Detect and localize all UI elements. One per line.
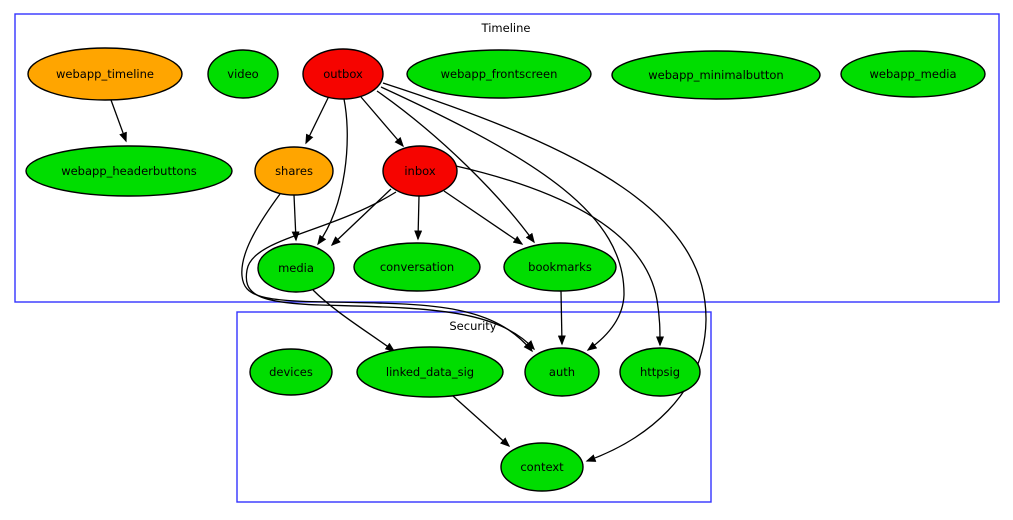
node-devices-label: devices <box>269 365 313 379</box>
edge-media-linked_data_sig <box>312 289 396 352</box>
node-outbox: outbox <box>302 48 384 100</box>
node-context-shape <box>500 442 584 492</box>
node-inbox: inbox <box>382 145 458 197</box>
node-httpsig: httpsig <box>619 347 701 397</box>
node-video-label: video <box>227 67 258 81</box>
node-devices: devices <box>249 348 333 396</box>
node-media: media <box>257 243 335 293</box>
node-shares-label: shares <box>275 164 313 178</box>
node-webapp_media-label: webapp_media <box>870 67 957 81</box>
edge-outbox-media <box>317 98 348 246</box>
node-webapp_frontscreen-label: webapp_frontscreen <box>441 67 558 81</box>
node-webapp_timeline-shape <box>27 47 183 101</box>
node-auth: auth <box>524 347 600 397</box>
node-context: context <box>500 442 584 492</box>
node-webapp_headerbuttons: webapp_headerbuttons <box>25 145 233 197</box>
node-webapp_headerbuttons-shape <box>25 145 233 197</box>
node-linked_data_sig-label: linked_data_sig <box>386 365 474 379</box>
edge-shares-auth <box>241 193 533 353</box>
node-shares: shares <box>254 146 334 196</box>
edge-outbox-auth <box>380 86 625 351</box>
node-auth-label: auth <box>549 365 575 379</box>
cluster-timeline-label: Timeline <box>481 21 531 35</box>
nodes-layer: webapp_timeline video outbox webapp_frontsc… <box>25 47 986 492</box>
edge-inbox-conversation <box>414 195 423 241</box>
node-conversation-label: conversation <box>380 260 454 274</box>
node-httpsig-shape <box>619 347 701 397</box>
node-webapp_minimalbutton-label: webapp_minimalbutton <box>648 68 783 82</box>
node-conversation-shape <box>353 242 481 292</box>
node-video-shape <box>207 49 279 99</box>
edge-outbox-shares <box>305 95 330 145</box>
node-media-shape <box>257 243 335 293</box>
node-bookmarks-shape <box>503 242 617 292</box>
edges-layer <box>110 82 707 462</box>
node-httpsig-label: httpsig <box>640 365 680 379</box>
node-webapp_frontscreen-shape <box>406 49 592 99</box>
edge-bookmarks-auth <box>557 290 566 346</box>
node-linked_data_sig: linked_data_sig <box>356 346 504 398</box>
node-webapp_frontscreen: webapp_frontscreen <box>406 49 592 99</box>
node-devices-shape <box>249 348 333 396</box>
node-bookmarks-label: bookmarks <box>528 260 592 274</box>
cluster-security-label: Security <box>449 319 496 333</box>
node-webapp_minimalbutton-shape <box>611 50 821 100</box>
edge-outbox-context <box>382 82 707 462</box>
edge-outbox-inbox <box>360 96 404 148</box>
node-auth-shape <box>524 347 600 397</box>
cluster-timeline-box <box>14 13 1000 303</box>
node-webapp_timeline: webapp_timeline <box>27 47 183 101</box>
cluster-security-box <box>236 311 712 503</box>
node-webapp_media-shape <box>840 50 986 98</box>
node-webapp_headerbuttons-label: webapp_headerbuttons <box>61 164 197 178</box>
node-video: video <box>207 49 279 99</box>
node-bookmarks: bookmarks <box>503 242 617 292</box>
node-outbox-shape <box>302 48 384 100</box>
edge-inbox-media <box>330 188 392 247</box>
node-linked_data_sig-shape <box>356 346 504 398</box>
node-shares-shape <box>254 146 334 196</box>
node-outbox-label: outbox <box>323 67 363 81</box>
edge-webapp_timeline-webapp_headerbuttons <box>110 99 127 143</box>
node-inbox-label: inbox <box>404 164 435 178</box>
node-inbox-shape <box>382 145 458 197</box>
node-conversation: conversation <box>353 242 481 292</box>
edge-outbox-bookmarks <box>376 90 535 244</box>
node-media-label: media <box>278 261 314 275</box>
edge-shares-media <box>291 194 300 242</box>
node-webapp_timeline-label: webapp_timeline <box>56 67 154 81</box>
node-context-label: context <box>520 460 564 474</box>
edge-inbox-httpsig <box>455 165 664 347</box>
node-webapp_media: webapp_media <box>840 50 986 98</box>
edge-inbox-auth <box>245 191 536 351</box>
edge-inbox-bookmarks <box>443 190 524 245</box>
node-webapp_minimalbutton: webapp_minimalbutton <box>611 50 821 100</box>
edge-linked_data_sig-context <box>452 395 511 447</box>
